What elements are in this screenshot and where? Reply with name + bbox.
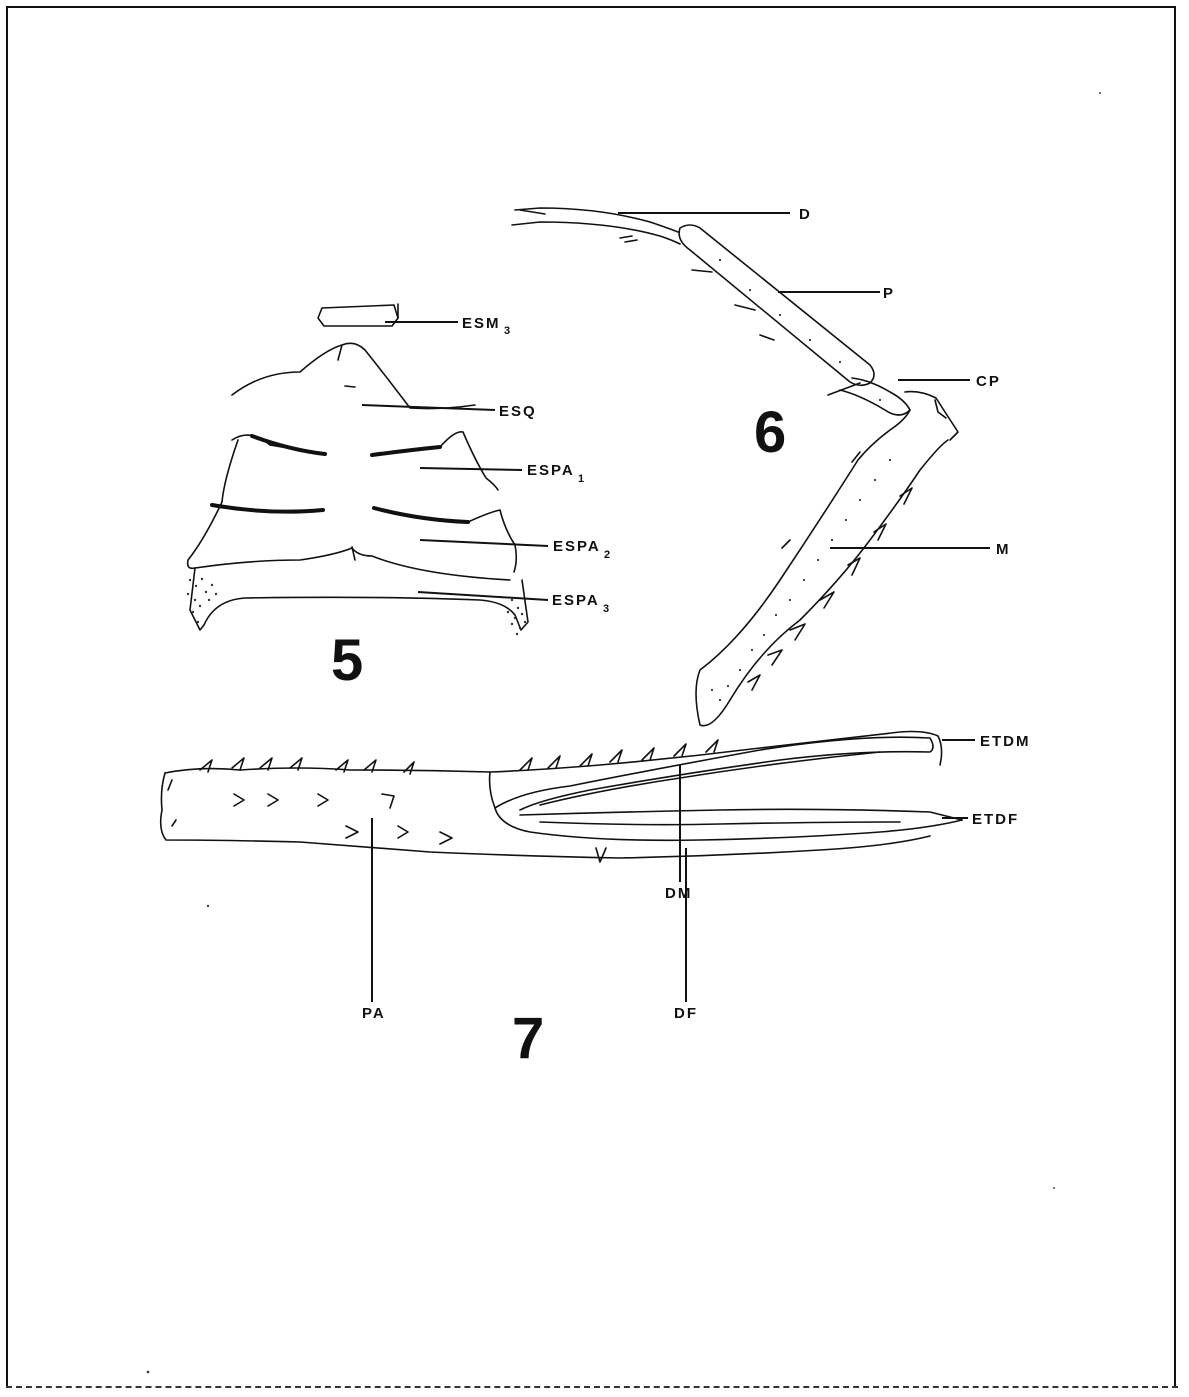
label-etdm: ETDM [980,733,1031,750]
label-d: D [799,206,812,223]
figure-5-number: 5 [331,628,363,693]
speck [1053,1187,1055,1189]
figure-7-number: 7 [512,1006,544,1071]
label-m: M [996,541,1011,558]
label-espa3-subscript: 3 [603,603,609,615]
label-dm: DM [665,885,692,902]
speck [207,905,209,907]
label-esq: ESQ [499,403,537,420]
figure-6-number: 6 [754,400,786,465]
speck [1099,92,1101,94]
figure-5-drawing [187,304,548,635]
label-p: P [883,285,895,302]
label-espa2: ESPA [553,538,601,555]
label-espa2-subscript: 2 [604,549,610,561]
speck [147,1371,150,1374]
figure-7-drawing [161,732,975,1003]
figure-6-drawing [512,208,990,726]
label-esm3: ESM [462,315,501,332]
label-df: DF [674,1005,698,1022]
label-pa: PA [362,1005,386,1022]
label-espa3: ESPA [552,592,600,609]
label-esm3-subscript: 3 [504,325,510,337]
label-espa1: ESPA [527,462,575,479]
label-espa1-subscript: 1 [578,473,584,485]
label-etdf: ETDF [972,811,1019,828]
label-cp: CP [976,373,1001,390]
